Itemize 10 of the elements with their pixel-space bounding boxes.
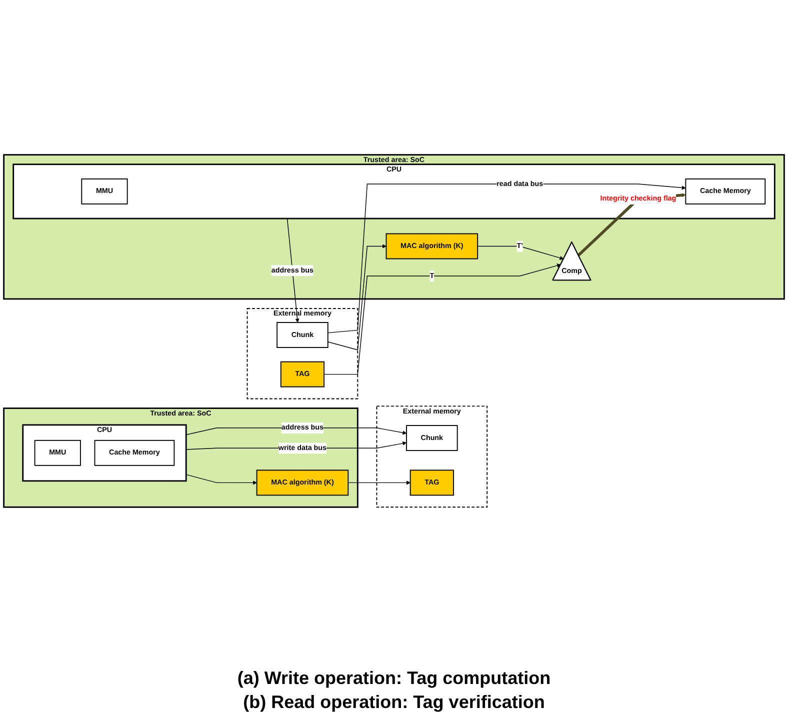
arrow xyxy=(286,218,300,322)
caption-text: (b) Read operation: Tag verification xyxy=(242,692,546,713)
arrow xyxy=(477,245,564,260)
arrow xyxy=(348,480,411,484)
caption-text: (a) Write operation: Tag computation xyxy=(237,668,551,689)
arrow xyxy=(324,263,561,374)
arrow xyxy=(328,244,386,350)
arrow xyxy=(186,474,257,484)
arrow xyxy=(328,183,686,333)
arrow xyxy=(577,192,686,256)
